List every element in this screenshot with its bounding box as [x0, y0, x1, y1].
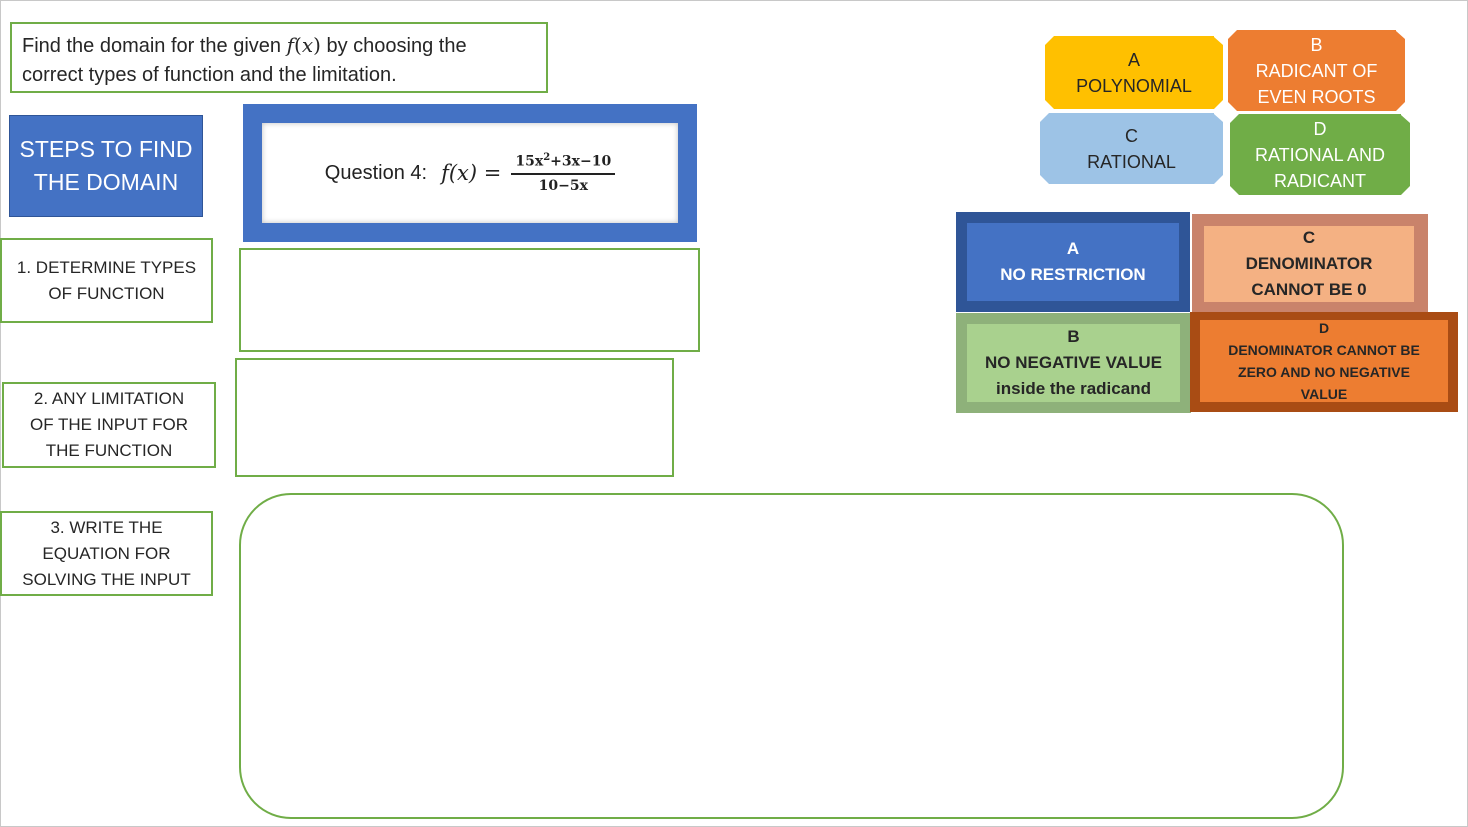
question-fx: f(x) = — [441, 161, 502, 185]
function-type-tile-b[interactable]: B RADICANT OF EVEN ROOTS — [1228, 30, 1405, 111]
steps-header-line-2: THE DOMAIN — [33, 169, 179, 195]
limitation-b-face: B NO NEGATIVE VALUE inside the radicand — [967, 324, 1180, 402]
instruction-text-pre: Find the domain for the given — [22, 35, 287, 57]
function-type-tile-d[interactable]: D RATIONAL AND RADICANT — [1230, 114, 1410, 195]
limitation-tile-b[interactable]: B NO NEGATIVE VALUE inside the radicand — [956, 313, 1191, 413]
answer-dropzone-limitation[interactable] — [235, 358, 674, 477]
limitation-c-label-1: DENOMINATOR — [1245, 254, 1373, 273]
instruction-line-1: Find the domain for the given f(x) by ch… — [22, 31, 536, 61]
limitation-c-letter: C — [1302, 228, 1316, 247]
function-type-b-label-2: EVEN ROOTS — [1257, 86, 1376, 107]
question-fraction: 15x2+3x−10 10−5x — [511, 152, 616, 194]
step-1-line-1: 1. DETERMINE TYPES — [16, 257, 197, 277]
function-type-a-letter: A — [1127, 49, 1140, 70]
function-type-b-label-1: RADICANT OF — [1255, 60, 1378, 81]
step-2-line-2: OF THE INPUT FOR — [29, 415, 189, 434]
limitation-a-label: NO RESTRICTION — [1000, 265, 1146, 284]
numerator-exponent: 2 — [543, 152, 551, 164]
function-type-d-label-1: RATIONAL AND — [1254, 144, 1386, 165]
steps-header: STEPS TO FIND THE DOMAIN — [9, 115, 203, 217]
function-type-a-label: POLYNOMIAL — [1076, 75, 1192, 96]
instruction-line-2: correct types of function and the limita… — [22, 64, 397, 86]
step-2-label: 2. ANY LIMITATION OF THE INPUT FOR THE F… — [2, 382, 216, 468]
limitation-d-label-3: VALUE — [1300, 386, 1348, 402]
instruction-text-post: by choosing the — [320, 35, 467, 57]
step-2-line-1: 2. ANY LIMITATION — [33, 389, 185, 408]
limitation-b-letter: B — [1067, 327, 1080, 346]
limitation-tile-c[interactable]: C DENOMINATOR CANNOT BE 0 — [1192, 214, 1428, 312]
step-1-line-2: OF FUNCTION — [48, 283, 165, 303]
step-3-label: 3. WRITE THE EQUATION FOR SOLVING THE IN… — [0, 511, 213, 596]
step-2-line-3: THE FUNCTION — [45, 441, 173, 460]
instruction-fx: f — [286, 33, 295, 57]
limitation-b-label-1: NO NEGATIVE VALUE — [985, 353, 1162, 372]
limitation-b-label-2: inside the radicand — [996, 379, 1151, 398]
limitation-d-label-1: DENOMINATOR CANNOT BE — [1228, 342, 1420, 358]
instruction-box: Find the domain for the given f(x) by ch… — [10, 22, 548, 93]
step-3-line-1: 3. WRITE THE — [50, 517, 163, 537]
limitation-d-label-2: ZERO AND NO NEGATIVE — [1238, 364, 1410, 380]
question-numerator: 15x2+3x−10 — [511, 152, 616, 175]
function-type-d-letter: D — [1313, 118, 1327, 139]
step-1-label: 1. DETERMINE TYPES OF FUNCTION — [0, 238, 213, 323]
limitation-tile-a[interactable]: A NO RESTRICTION — [956, 212, 1190, 312]
limitation-d-letter: D — [1318, 320, 1330, 336]
steps-header-line-1: STEPS TO FIND — [19, 136, 193, 162]
answer-dropzone-equation[interactable] — [239, 493, 1344, 819]
function-type-c-label: RATIONAL — [1087, 151, 1176, 172]
limitation-c-label-2: CANNOT BE 0 — [1251, 280, 1367, 299]
instruction-var: x — [301, 33, 314, 57]
function-type-b-letter: B — [1310, 34, 1323, 55]
limitation-d-face: D DENOMINATOR CANNOT BE ZERO AND NO NEGA… — [1200, 320, 1448, 402]
function-type-c-letter: C — [1125, 125, 1138, 146]
step-3-line-3: SOLVING THE INPUT — [22, 569, 191, 589]
limitation-tile-d[interactable]: D DENOMINATOR CANNOT BE ZERO AND NO NEGA… — [1190, 312, 1458, 412]
function-type-tile-a[interactable]: A POLYNOMIAL — [1045, 36, 1223, 109]
step-3-line-2: EQUATION FOR — [42, 543, 171, 563]
instruction-paren-close: ) — [313, 33, 321, 57]
instruction-paren-open: ( — [294, 33, 302, 57]
question-box: Question 4: f(x) = 15x2+3x−10 10−5x — [262, 123, 678, 223]
question-label: Question 4: — [324, 161, 428, 184]
limitation-c-face: C DENOMINATOR CANNOT BE 0 — [1204, 226, 1414, 302]
function-type-d-label-2: RADICANT — [1273, 170, 1366, 191]
numerator-part-b: +3x−10 — [550, 153, 612, 170]
limitation-a-letter: A — [1066, 239, 1080, 258]
numerator-part-a: 15x — [515, 153, 544, 170]
answer-dropzone-function-type[interactable] — [239, 248, 700, 352]
question-denominator: 10−5x — [538, 177, 588, 194]
function-type-tile-c[interactable]: C RATIONAL — [1040, 113, 1223, 184]
limitation-a-face: A NO RESTRICTION — [967, 223, 1179, 301]
